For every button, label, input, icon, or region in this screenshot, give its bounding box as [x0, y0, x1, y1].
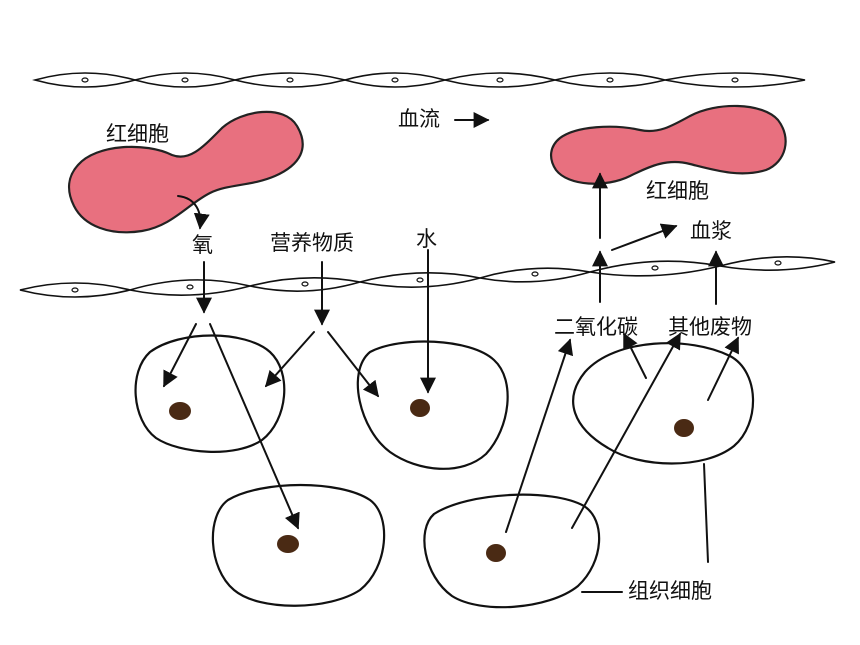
nutrient-to-cell1-arrow: [264, 331, 315, 388]
label-red-blood-cell-left: 红细胞: [106, 122, 169, 146]
endothelial-cell: [359, 272, 481, 288]
red-blood-cell-left: [68, 110, 304, 234]
capillary-wall-top: [32, 72, 806, 88]
label-plasma: 血浆: [690, 219, 732, 243]
tissue-cell-4: [211, 483, 386, 607]
co2-from-cell3-arrow: [623, 332, 647, 379]
nutrient-to-cell2-arrow: [327, 331, 379, 398]
tissue-cell-5: [423, 493, 601, 609]
label-tissue-cells: 组织细胞: [628, 579, 712, 603]
endothelial-cell: [589, 260, 721, 277]
tissue-cell-2: [356, 340, 509, 470]
red-blood-cell-right: [550, 104, 787, 185]
to-plasma-arrow: [611, 223, 678, 251]
endothelial-cell: [132, 72, 238, 88]
oxygen-release-arrow: [177, 195, 210, 230]
capillary-wall-bottom: [19, 256, 836, 298]
oxygen-to-cell4-arrow: [209, 323, 300, 530]
oxygen-to-cell1-arrow: [163, 323, 197, 388]
endothelial-cell: [249, 277, 361, 292]
endothelial-cell: [554, 72, 666, 88]
endothelial-cell: [32, 72, 138, 88]
endothelial-cell: [19, 282, 131, 298]
endothelial-cell: [129, 279, 251, 296]
tissue-label-leader-upper: [703, 463, 709, 563]
endothelial-cell: [719, 256, 836, 271]
co2-from-cell5-arrow: [505, 338, 574, 533]
endothelial-cell: [234, 72, 346, 88]
label-oxygen: 氧: [192, 233, 213, 257]
label-co2: 二氧化碳: [554, 315, 638, 339]
label-red-blood-cell-right: 红细胞: [646, 179, 709, 203]
label-water: 水: [416, 227, 437, 251]
flow-arrows: [163, 112, 739, 593]
endothelial-cell: [664, 72, 806, 88]
waste-from-cell3-arrow: [707, 336, 739, 401]
endothelial-cell: [444, 72, 556, 88]
label-blood-flow: 血流: [398, 107, 440, 131]
label-other-waste: 其他废物: [668, 315, 752, 339]
tissue-cell-1: [134, 334, 286, 453]
waste-from-cell5-arrow: [571, 332, 681, 529]
endothelial-cell: [479, 267, 591, 283]
endothelial-cell: [342, 72, 448, 88]
label-nutrients: 营养物质: [270, 231, 354, 255]
